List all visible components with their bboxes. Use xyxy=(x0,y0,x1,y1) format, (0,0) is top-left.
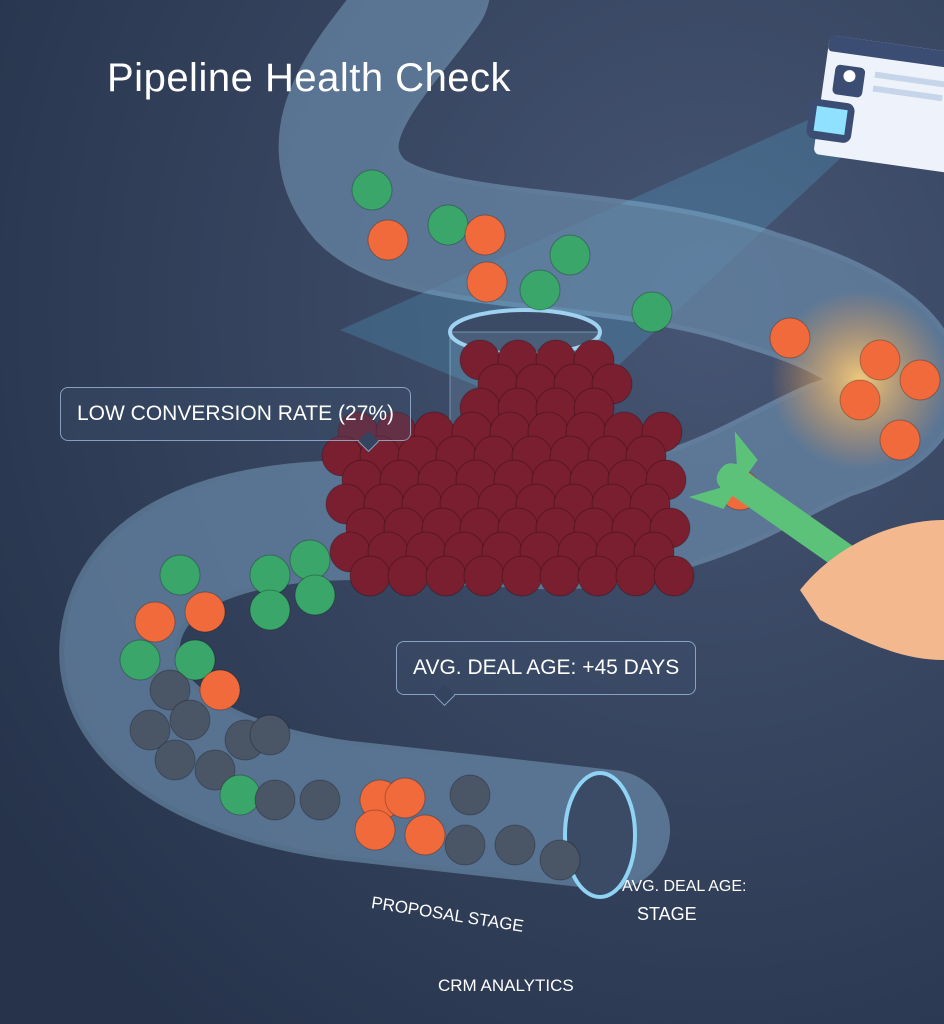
deal-ball-green xyxy=(159,554,201,596)
deal-ball-green xyxy=(174,639,216,681)
deal-ball-orange xyxy=(134,601,176,643)
deal-ball-maroon xyxy=(539,555,581,597)
deal-ball-green xyxy=(294,574,336,616)
deal-ball-orange xyxy=(839,379,881,421)
deal-age-label: AVG. DEAL AGE: xyxy=(622,878,747,895)
hand-icon xyxy=(800,520,944,660)
deal-ball-maroon xyxy=(349,555,391,597)
deal-ball-orange xyxy=(466,261,508,303)
deal-ball-gray xyxy=(444,824,486,866)
deal-balls xyxy=(119,169,941,881)
crm-window-icon xyxy=(806,35,944,173)
deal-ball-orange xyxy=(899,359,941,401)
deal-ball-gray xyxy=(129,709,171,751)
conversion-rate-callout: LOW CONVERSION RATE (27%) xyxy=(60,387,411,441)
deal-ball-gray xyxy=(539,839,581,881)
deal-ball-maroon xyxy=(501,555,543,597)
deal-ball-green xyxy=(351,169,393,211)
deal-ball-gray xyxy=(449,774,491,816)
deal-ball-gray xyxy=(299,779,341,821)
deal-ball-gray xyxy=(154,739,196,781)
deal-ball-orange xyxy=(769,317,811,359)
deal-ball-orange xyxy=(354,809,396,851)
deal-ball-gray xyxy=(254,779,296,821)
deal-ball-maroon xyxy=(653,555,695,597)
deal-ball-maroon xyxy=(463,555,505,597)
deal-ball-orange xyxy=(184,591,226,633)
deal-ball-maroon xyxy=(615,555,657,597)
deal-ball-maroon xyxy=(577,555,619,597)
deal-ball-green xyxy=(249,589,291,631)
deal-ball-orange xyxy=(199,669,241,711)
deal-ball-orange xyxy=(367,219,409,261)
deal-ball-green xyxy=(289,539,331,581)
deal-ball-gray xyxy=(494,824,536,866)
deal-ball-green xyxy=(427,204,469,246)
deal-ball-maroon xyxy=(387,555,429,597)
deal-ball-green xyxy=(249,554,291,596)
deal-ball-orange xyxy=(404,814,446,856)
deal-ball-gray xyxy=(194,749,236,791)
stage-label: STAGE xyxy=(637,904,697,924)
deal-ball-green xyxy=(519,269,561,311)
deal-ball-green xyxy=(219,774,261,816)
deal-ball-orange xyxy=(859,339,901,381)
deal-ball-orange xyxy=(879,419,921,461)
deal-ball-orange xyxy=(384,777,426,819)
deal-age-callout: AVG. DEAL AGE: +45 DAYS xyxy=(396,641,697,695)
deal-ball-maroon xyxy=(425,555,467,597)
deal-ball-green xyxy=(631,291,673,333)
footer-label: CRM ANALYTICS xyxy=(438,976,574,995)
deal-ball-green xyxy=(549,234,591,276)
deal-ball-green xyxy=(119,639,161,681)
deal-ball-gray xyxy=(249,714,291,756)
deal-ball-gray xyxy=(149,669,191,711)
deal-ball-gray xyxy=(169,699,211,741)
deal-ball-orange xyxy=(464,214,506,256)
page-title: Pipeline Health Check xyxy=(107,56,512,100)
